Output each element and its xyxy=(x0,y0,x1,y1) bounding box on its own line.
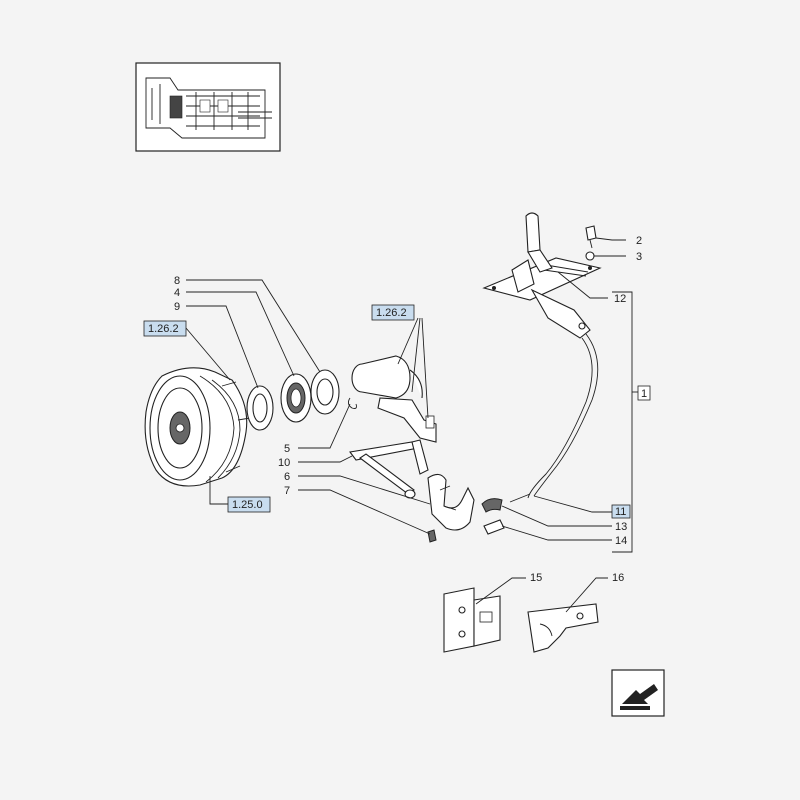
reference-link-clutch-bottom[interactable]: 1.25.0 xyxy=(227,496,271,513)
reference-label: 1.25.0 xyxy=(232,499,263,511)
plate-16 xyxy=(527,603,599,653)
callout-10: 10 xyxy=(278,457,290,469)
callout-1-box xyxy=(637,385,651,401)
clamp-13 xyxy=(481,498,503,513)
bracket-15 xyxy=(443,587,501,653)
callout-13: 13 xyxy=(615,521,627,533)
callout-15: 15 xyxy=(530,572,542,584)
callout-7: 7 xyxy=(284,485,290,497)
callout-11-box xyxy=(611,504,631,519)
fork-shaft-10 xyxy=(349,439,429,499)
leader-lines xyxy=(185,237,638,613)
clutch-fork-6 xyxy=(427,473,475,531)
callout-8: 8 xyxy=(174,275,180,287)
callout-4: 4 xyxy=(174,287,180,299)
clip-14 xyxy=(483,519,505,535)
reference-link-fork-top[interactable]: 1.26.2 xyxy=(371,304,415,321)
callout-5: 5 xyxy=(284,443,290,455)
callout-2: 2 xyxy=(636,235,642,247)
clutch-assembly xyxy=(144,367,251,487)
release-sleeve-assembly xyxy=(351,355,437,443)
bearing-carrier-8 xyxy=(310,369,340,415)
nut-3 xyxy=(585,251,595,261)
callout-9: 9 xyxy=(174,301,180,313)
callout-12: 12 xyxy=(614,293,626,305)
reference-label: 1.26.2 xyxy=(376,307,407,319)
callout-11: 11 xyxy=(615,506,626,518)
callout-1: 1 xyxy=(641,388,647,400)
lever-base-plate xyxy=(482,257,602,301)
next-page-arrow-icon[interactable] xyxy=(611,669,665,717)
callout-6: 6 xyxy=(284,471,290,483)
control-cable-11 xyxy=(509,333,599,503)
reference-label: 1.26.2 xyxy=(148,323,179,335)
release-bearing-ring-9 xyxy=(246,385,274,431)
location-thumbnail xyxy=(135,62,281,152)
pin-7 xyxy=(427,529,437,543)
callout-14: 14 xyxy=(615,535,627,547)
callout-16: 16 xyxy=(612,572,624,584)
reference-link-clutch-left[interactable]: 1.26.2 xyxy=(143,320,187,337)
lever-arm-12 xyxy=(530,288,591,339)
release-bearing-4 xyxy=(280,373,312,423)
lever-handle xyxy=(525,212,553,273)
spring-clip-5 xyxy=(347,397,357,409)
callout-3: 3 xyxy=(636,251,642,263)
callout-labels: 2 3 12 1 8 4 9 5 10 6 7 11 13 14 15 16 xyxy=(174,235,651,584)
bolt-2 xyxy=(585,225,597,249)
